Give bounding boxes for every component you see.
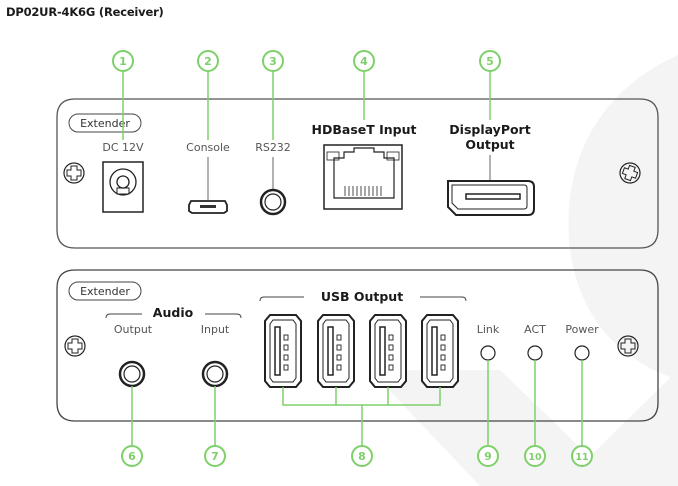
port-label-console: Console (186, 141, 230, 154)
usb-a-icon (317, 314, 355, 388)
svg-text:11: 11 (575, 452, 588, 463)
usb-a-icon (421, 314, 459, 388)
led-label-power: Power (565, 323, 599, 336)
led-icon (480, 345, 496, 361)
svg-text:1: 1 (119, 55, 127, 68)
callout-4: 4 (353, 50, 375, 72)
audio-jack-icon (259, 188, 287, 216)
top-panel: Extender DC 12V Console RS232 (56, 50, 659, 249)
callout-5: 5 (479, 50, 501, 72)
diagram-title: DP02UR-4K6G (Receiver) (6, 5, 164, 19)
port-label-displayport-1: DisplayPort (449, 122, 530, 137)
svg-text:7: 7 (211, 450, 219, 463)
dc-jack-icon (102, 161, 144, 213)
callout-1: 1 (112, 50, 134, 72)
micro-usb-icon (188, 200, 228, 214)
audio-jack-icon (201, 360, 229, 388)
svg-text:3: 3 (269, 55, 277, 68)
led-label-act: ACT (524, 323, 546, 336)
usb-a-icon (369, 314, 407, 388)
port-label-displayport-2: Output (465, 137, 514, 152)
callout-2: 2 (197, 50, 219, 72)
svg-text:8: 8 (358, 450, 366, 463)
svg-text:4: 4 (360, 55, 368, 68)
port-label-audio-input: Input (201, 323, 230, 336)
usb-group-label: USB Output (321, 289, 403, 304)
callout-9: 9 (477, 445, 499, 467)
led-icon (527, 345, 543, 361)
svg-text:10: 10 (528, 452, 542, 463)
displayport-icon (447, 180, 535, 216)
screw-icon (64, 335, 86, 357)
audio-group-label: Audio (153, 305, 194, 320)
led-icon (574, 345, 590, 361)
svg-text:6: 6 (128, 450, 136, 463)
extender-tag-label: Extender (80, 285, 130, 298)
extender-tag-label: Extender (80, 117, 130, 130)
extender-tag (68, 281, 142, 301)
callout-7: 7 (204, 445, 226, 467)
screw-icon (63, 162, 85, 184)
svg-text:9: 9 (484, 450, 492, 463)
port-label-dc: DC 12V (102, 141, 144, 154)
port-label-hdbaset: HDBaseT Input (312, 122, 417, 137)
screw-icon (619, 162, 641, 184)
audio-jack-icon (118, 360, 146, 388)
svg-text:5: 5 (486, 55, 494, 68)
rj45-icon (323, 144, 403, 210)
port-label-audio-output: Output (114, 323, 153, 336)
port-label-rs232: RS232 (255, 141, 291, 154)
led-label-link: Link (477, 323, 500, 336)
bottom-panel: Extender Audio Output Input USB Output L… (56, 269, 659, 467)
callout-11: 11 (571, 445, 593, 467)
usb-a-icon (264, 314, 302, 388)
svg-text:2: 2 (204, 55, 212, 68)
screw-icon (617, 335, 639, 357)
callout-8: 8 (351, 445, 373, 467)
extender-tag (68, 113, 142, 133)
callout-3: 3 (262, 50, 284, 72)
callout-6: 6 (121, 445, 143, 467)
callout-10: 10 (524, 445, 546, 467)
